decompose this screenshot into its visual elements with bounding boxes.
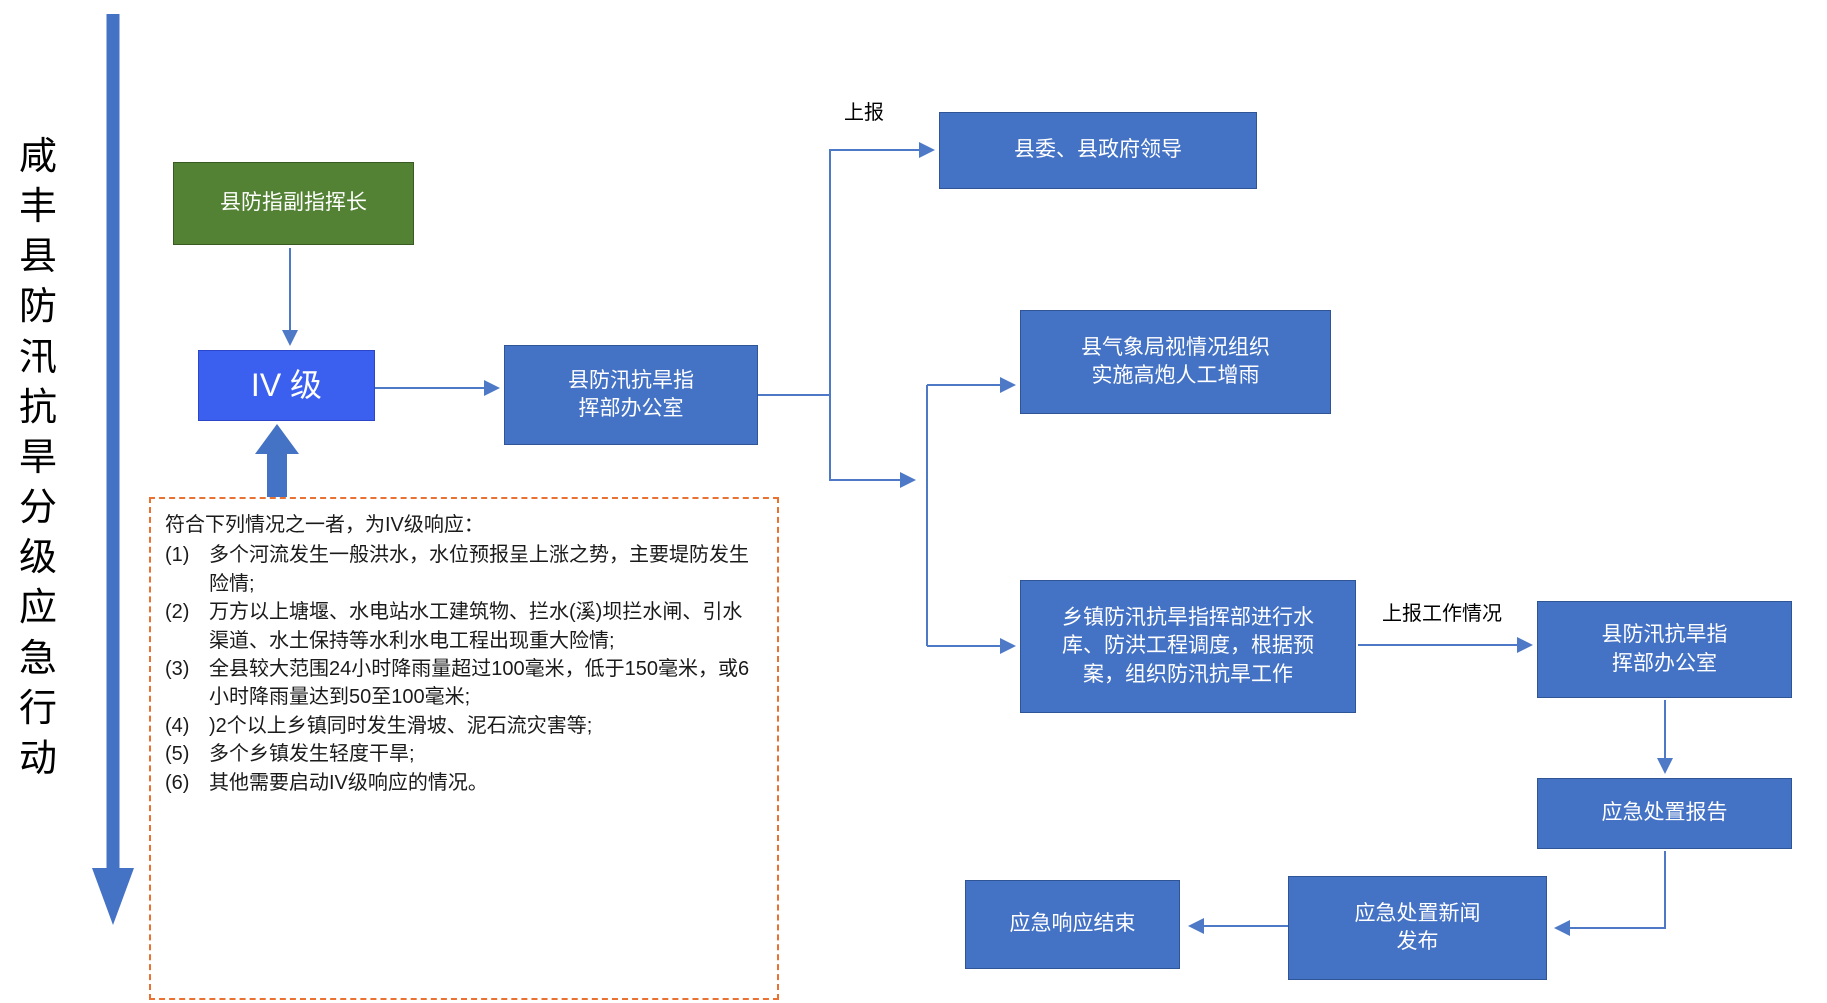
node-hq-office-left: 县防汛抗旱指 挥部办公室 [504, 345, 758, 445]
criteria-item: (5) 多个乡镇发生轻度干旱; [165, 740, 761, 768]
main-timeline-arrow [92, 14, 134, 925]
criteria-item-text: 万方以上塘堰、水电站水工建筑物、拦水(溪)坝拦水闸、引水渠道、水土保持等水利水电… [209, 601, 743, 652]
node-deputy-commander: 县防指副指挥长 [173, 162, 414, 245]
criteria-item-number: (2) [165, 601, 190, 624]
connector-office-branch-down [829, 395, 916, 488]
criteria-item-text: 全县较大范围24小时降雨量超过100毫米，低于150毫米，或6小时降雨量达到50… [209, 657, 750, 709]
node-news-release: 应急处置新闻 发布 [1288, 876, 1547, 980]
connector-report-to-news [1554, 851, 1666, 936]
criteria-to-leveliv-arrow [255, 424, 299, 498]
criteria-item: (4) )2个以上乡镇同时发生滑坡、泥石流灾害等; [165, 712, 761, 740]
node-hq-office-right: 县防汛抗旱指 挥部办公室 [1537, 601, 1792, 698]
diagram-title-vertical: 咸丰县防汛抗旱分级应急行动 [18, 136, 57, 780]
criteria-item-text: 多个乡镇发生轻度干旱; [209, 743, 415, 766]
criteria-item-number: (1) [165, 544, 190, 567]
connector-office-to-leaders [829, 142, 935, 395]
criteria-item: (6) 其他需要启动IV级响应的情况。 [165, 769, 761, 797]
criteria-item-number: (3) [165, 657, 190, 680]
criteria-item-text: 多个河流发生一般洪水，水位预报呈上涨之势，主要堤防发生险情; [209, 544, 749, 595]
edge-label-report-work-status: 上报工作情况 [1382, 603, 1502, 625]
criteria-item-number: (5) [165, 743, 190, 766]
criteria-item-text: 其他需要启动IV级响应的情况。 [209, 771, 488, 794]
node-weather-bureau: 县气象局视情况组织 实施高炮人工增雨 [1020, 310, 1331, 414]
criteria-item: (1) 多个河流发生一般洪水，水位预报呈上涨之势，主要堤防发生险情; [165, 541, 761, 598]
node-township-hq: 乡镇防汛抗旱指挥部进行水 库、防洪工程调度，根据预 案，组织防汛抗旱工作 [1020, 580, 1356, 713]
criteria-item-text: )2个以上乡镇同时发生滑坡、泥石流灾害等; [209, 714, 593, 737]
criteria-item-number: (6) [165, 771, 190, 794]
node-response-end: 应急响应结束 [965, 880, 1180, 969]
node-county-leaders: 县委、县政府领导 [939, 112, 1257, 189]
criteria-item: (3) 全县较大范围24小时降雨量超过100毫米，低于150毫米，或6小时降雨量… [165, 655, 761, 712]
edge-label-report-up: 上报 [844, 102, 884, 124]
node-disposal-report: 应急处置报告 [1537, 778, 1792, 849]
criteria-intro: 符合下列情况之一者，为IV级响应： [165, 514, 484, 536]
criteria-item: (2) 万方以上塘堰、水电站水工建筑物、拦水(溪)坝拦水闸、引水渠道、水土保持等… [165, 598, 761, 655]
criteria-item-number: (4) [165, 714, 190, 737]
node-level-iv: IV 级 [198, 350, 375, 421]
criteria-panel: 符合下列情况之一者，为IV级响应： (1) 多个河流发生一般洪水，水位预报呈上涨… [149, 497, 779, 1000]
